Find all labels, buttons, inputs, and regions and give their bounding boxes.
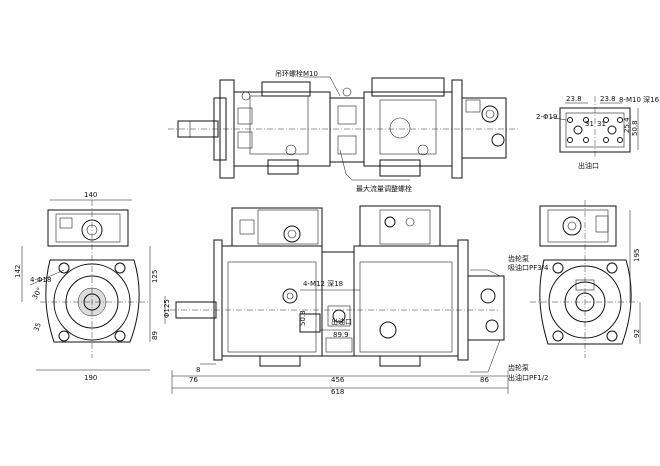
dim-195: 195 — [633, 249, 641, 262]
dim-30: 30° — [31, 286, 44, 301]
dim-618: 618 — [331, 388, 344, 396]
dim-shaft-dia: Φ125 — [163, 299, 171, 318]
dim-190: 190 — [84, 374, 97, 382]
dim-31-right: 31 — [597, 120, 606, 128]
dim-142: 142 — [14, 265, 22, 278]
dim-89-9: 89.9 — [333, 331, 349, 339]
dim-50-8-detail: 50.8 — [631, 120, 639, 136]
dim-92: 92 — [633, 329, 641, 338]
top-view — [168, 76, 520, 181]
dim-86: 86 — [480, 376, 489, 384]
dim-25-4: 25.4 — [623, 117, 631, 133]
dim-31-left: 31 — [585, 120, 594, 128]
dim-456: 456 — [331, 376, 345, 384]
label-mount-holes: 4-Φ18 — [30, 276, 51, 284]
label-gear-pump-in-port: 吸油口PF3/4 — [508, 263, 549, 272]
port-detail-view — [549, 96, 639, 158]
dim-23-8-left: 23.8 — [566, 95, 582, 103]
label-gear-pump-in: 齿轮泵 — [508, 254, 529, 263]
dim-89: 89 — [151, 331, 159, 340]
right-end-view — [530, 200, 641, 358]
dim-76: 76 — [189, 376, 198, 384]
label-bolt-pattern: 8-M10 深16 — [619, 95, 660, 104]
front-view — [164, 205, 509, 394]
dim-140: 140 — [84, 191, 97, 199]
dim-125: 125 — [151, 270, 159, 283]
label-lifting-bolt: 吊环螺栓M10 — [275, 69, 318, 78]
label-gear-pump-out: 齿轮泵 — [508, 363, 529, 372]
dim-23-8-right: 23.8 — [600, 95, 616, 103]
left-end-view — [21, 199, 151, 371]
label-outlet-mid: 出油口 — [331, 317, 352, 326]
dim-8: 8 — [196, 366, 200, 374]
label-gear-pump-out-port: 出油口PF1/2 — [508, 373, 549, 382]
label-max-flow-screw: 最大流量调整螺栓 — [356, 184, 412, 193]
label-thread-holes: 4-M12 深18 — [303, 279, 343, 288]
dim-35: 35 — [32, 322, 43, 333]
dim-50-8: 50.8 — [299, 310, 307, 326]
label-hole-2: 2-Φ19 — [536, 113, 557, 121]
label-outlet-top: 出油口 — [578, 161, 599, 170]
